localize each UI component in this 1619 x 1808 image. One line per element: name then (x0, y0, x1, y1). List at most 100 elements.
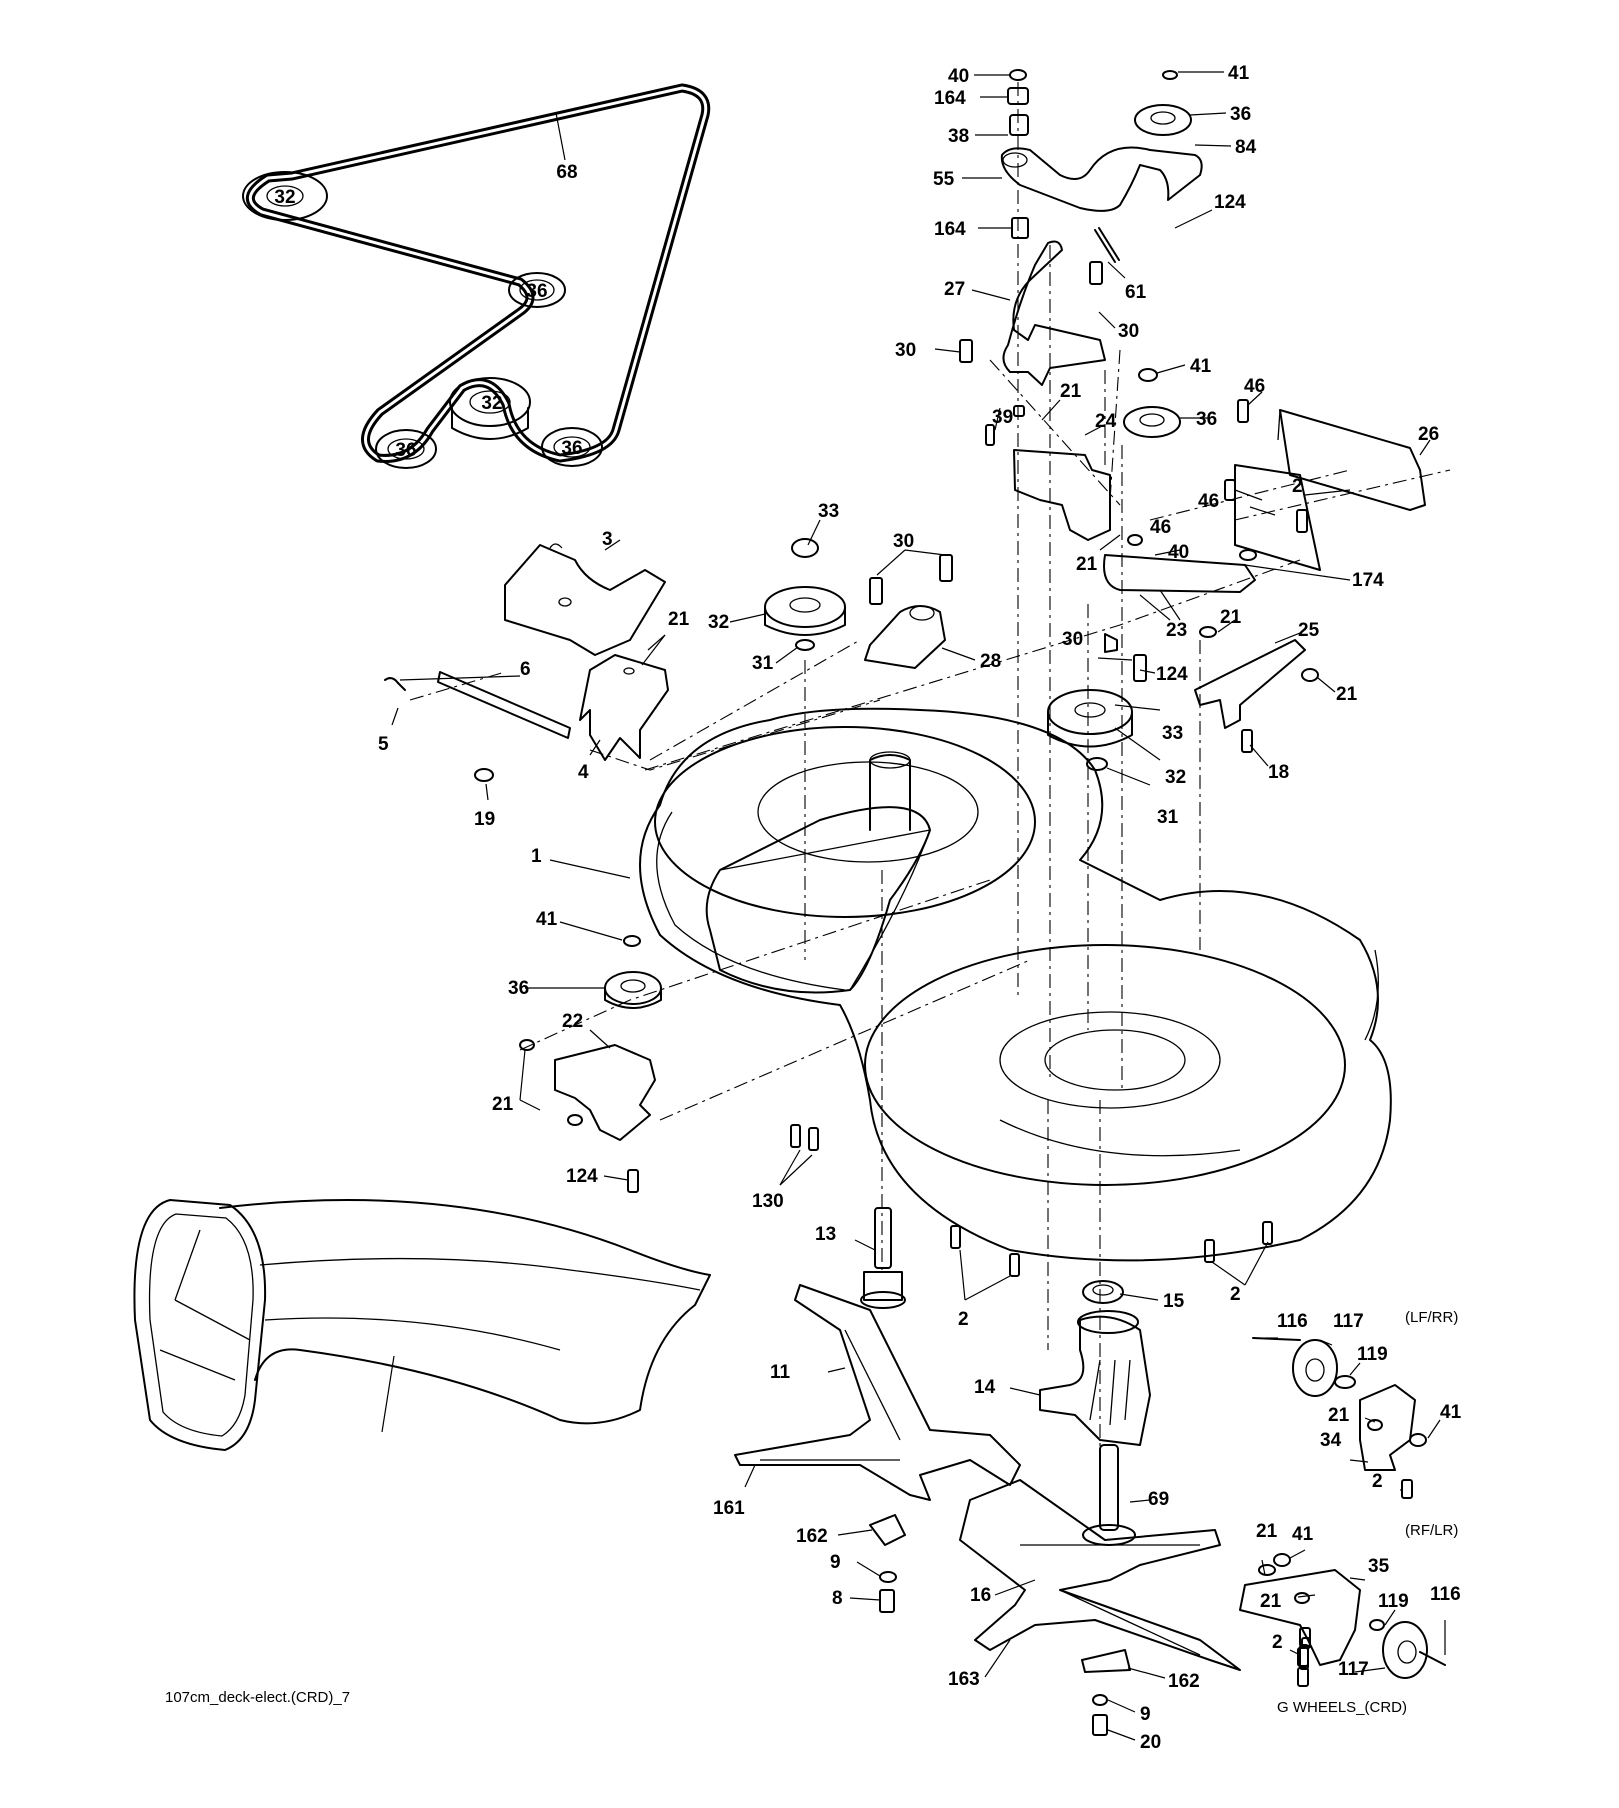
callout-number: 2 (1292, 476, 1303, 497)
callout-number: 32 (708, 612, 729, 633)
callout-leaders (391, 71, 1446, 1741)
belt-pulley-36b (375, 429, 437, 469)
callout-number: 20 (1140, 1732, 1161, 1753)
rf-lr-note: (RF/LR) (1405, 1522, 1458, 1539)
callout-number: 40 (1168, 542, 1189, 563)
callout-number: 46 (1150, 517, 1171, 538)
callout-number: 40 (948, 66, 969, 87)
callout-number: 162 (796, 1526, 828, 1547)
callout-number: 41 (1292, 1524, 1314, 1545)
callout-number: 39 (992, 407, 1013, 428)
upper-idler-assembly (959, 69, 1451, 593)
callout-number: 21 (1060, 381, 1082, 402)
callout-number: 36 (1230, 104, 1251, 125)
belt-pulley-label: 36 (526, 281, 547, 302)
callout-number: 163 (948, 1669, 980, 1690)
callout-number: 164 (934, 219, 966, 240)
callout-number: 116 (1430, 1584, 1461, 1605)
callout-number: 2 (1372, 1471, 1383, 1492)
belt-pulley-36a (508, 272, 566, 308)
callout-number: 21 (492, 1094, 514, 1115)
callout-number: 161 (713, 1498, 745, 1519)
belt-pulley-label: 36 (395, 440, 416, 461)
callout-number: 14 (974, 1377, 996, 1398)
callout-number: 6 (520, 659, 531, 680)
callout-number: 41 (1228, 63, 1250, 84)
callout-number: 1 (531, 846, 542, 867)
callout-number: 35 (1368, 1556, 1390, 1577)
callout-number: 16 (970, 1585, 991, 1606)
callout-number: 31 (1157, 807, 1179, 828)
callout-number: 3 (602, 529, 613, 550)
callout-number: 21 (1336, 684, 1358, 705)
callout-number: 164 (934, 88, 966, 109)
callout-number: 11 (770, 1362, 791, 1383)
callout-number: 124 (1214, 192, 1246, 213)
callout-number: 13 (815, 1224, 836, 1245)
callout-number: 119 (1378, 1591, 1409, 1612)
callout-number: 130 (752, 1191, 784, 1212)
callout-number: 84 (1235, 137, 1257, 158)
callout-number: 15 (1163, 1291, 1185, 1312)
callout-number: 8 (832, 1588, 843, 1609)
callout-number: 22 (562, 1011, 583, 1032)
callout-number: 41 (536, 909, 558, 930)
callout-number: 117 (1333, 1311, 1364, 1332)
belt-pulley-label: 32 (481, 393, 502, 414)
callout-number: 119 (1357, 1344, 1388, 1365)
callout-number: 9 (830, 1552, 841, 1573)
spindle-blade-assembly (734, 1207, 1273, 1736)
callout-number: 24 (1095, 411, 1117, 432)
callout-number: 21 (1260, 1591, 1282, 1612)
callout-number: 116 (1277, 1311, 1308, 1332)
callout-number: 21 (1220, 607, 1242, 628)
callout-number: 30 (895, 340, 916, 361)
callout-number: 21 (1256, 1521, 1278, 1542)
callout-number: 38 (948, 126, 969, 147)
callout-number: 26 (1418, 424, 1439, 445)
callout-number: 25 (1298, 620, 1320, 641)
callout-number: 34 (1320, 1430, 1342, 1451)
callout-number: 174 (1352, 570, 1384, 591)
belt-pulley-label: 36 (561, 438, 582, 459)
callout-number: 162 (1168, 1671, 1200, 1692)
belt-pulley-36c (541, 427, 603, 467)
callout-number: 2 (1230, 1284, 1241, 1305)
callout-number: 28 (980, 651, 1001, 672)
callout-number: 46 (1198, 491, 1219, 512)
belt-pulley-label: 32 (274, 187, 295, 208)
callout-numbers: 40 164 38 55 164 41 36 84 124 27 61 30 3… (378, 63, 1462, 1753)
callout-number: 30 (1062, 629, 1083, 650)
callout-number: 9 (1140, 1704, 1151, 1725)
left-idler-assembly (519, 935, 819, 1193)
callout-number: 61 (1125, 282, 1147, 303)
callout-number: 33 (1162, 723, 1183, 744)
deck-housing (639, 707, 1392, 1262)
callout-number: 2 (1272, 1632, 1283, 1653)
callout-number: 18 (1268, 762, 1289, 783)
callout-number: 30 (893, 531, 914, 552)
callout-number: 21 (668, 609, 690, 630)
callout-number: 23 (1166, 620, 1187, 641)
callout-number: 21 (1076, 554, 1098, 575)
callout-number: 41 (1190, 356, 1212, 377)
callout-number: 21 (1328, 1405, 1350, 1426)
callout-number: 69 (1148, 1489, 1169, 1510)
callout-number: 124 (566, 1166, 598, 1187)
gauge-wheels (1239, 1337, 1446, 1687)
callout-number: 27 (944, 279, 965, 300)
callout-number: 124 (1156, 664, 1188, 685)
callout-number: 33 (818, 501, 839, 522)
lf-rr-note: (LF/RR) (1405, 1309, 1458, 1326)
callout-number: 32 (1165, 767, 1186, 788)
callout-number: 30 (1118, 321, 1139, 342)
belt-label: 68 (556, 162, 577, 183)
callout-number: 55 (933, 169, 955, 190)
belt-routing-inset: 32 36 32 36 36 68 (242, 83, 711, 469)
left-caption: 107cm_deck-elect.(CRD)_7 (165, 1689, 350, 1706)
callout-number: 117 (1338, 1659, 1369, 1680)
right-caption: G WHEELS_(CRD) (1277, 1699, 1407, 1716)
discharge-chute (133, 1199, 711, 1451)
